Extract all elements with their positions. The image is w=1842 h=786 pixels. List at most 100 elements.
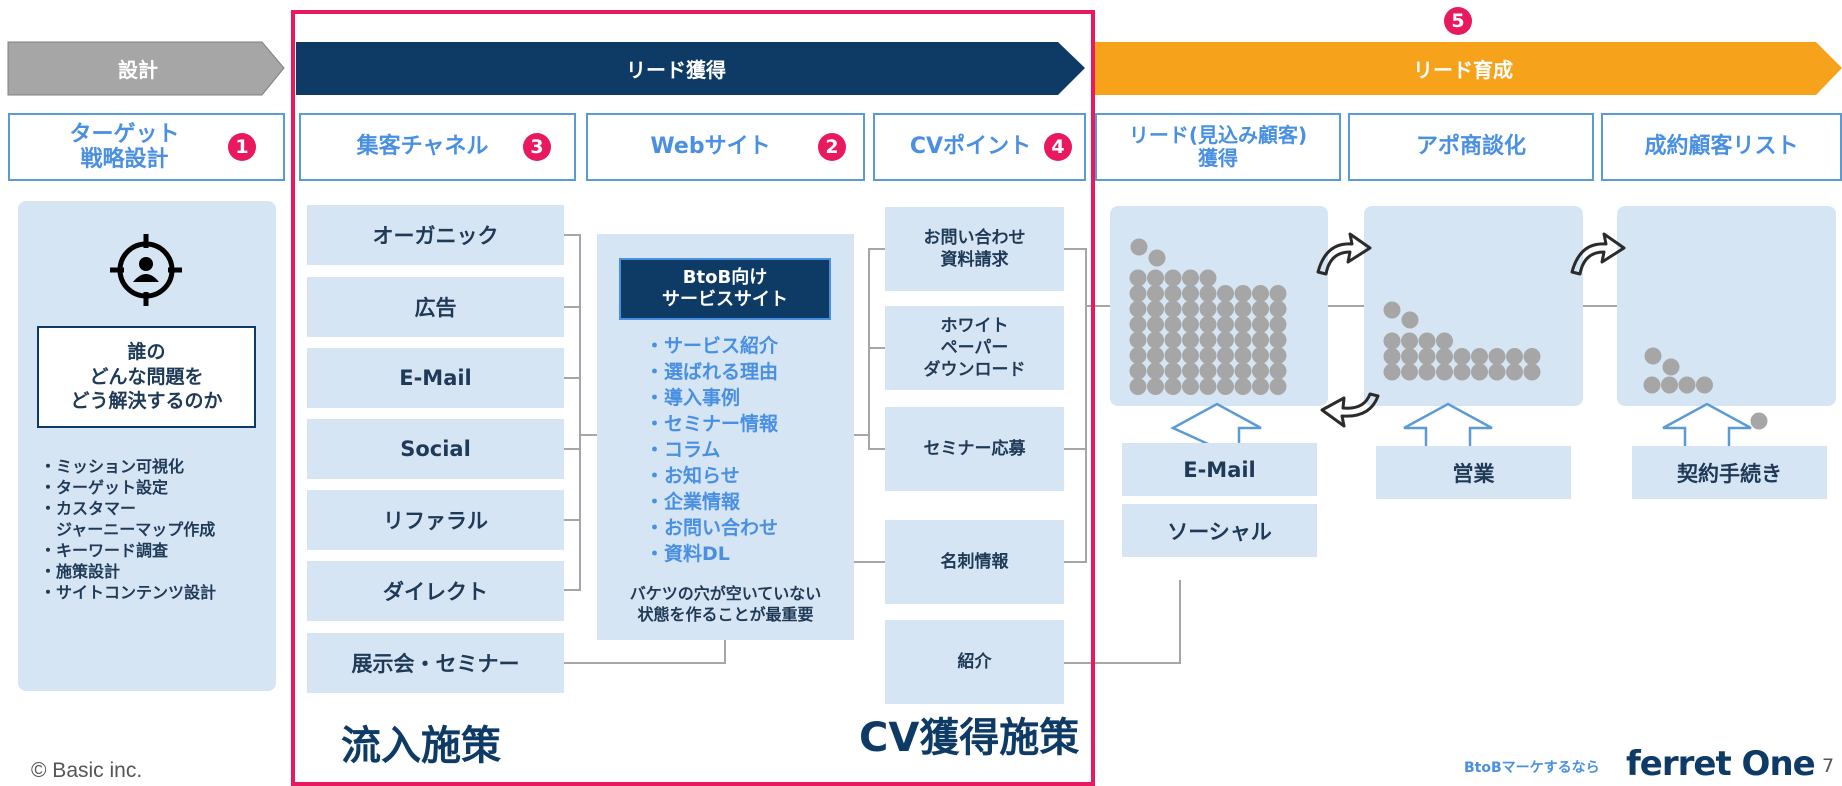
header-appointment: アポ商談化 [1348,113,1594,181]
lead-dot [1436,348,1453,365]
task-item: ・キーワード調査 [40,541,169,560]
page-item: ・企業情報 [645,491,741,513]
lead-dot [1252,347,1269,364]
lead-dot [1164,362,1182,380]
lead-dot [1130,238,1148,256]
back-arrow [1320,392,1380,428]
lead-dot [1217,300,1234,318]
target-user-icon [110,234,182,306]
lead-dot [1129,347,1147,364]
cv-label: セミナー応募 [923,438,1026,459]
lead-dot [1436,332,1453,350]
task-item: ・サイトコンテンツ設計 [40,583,217,602]
lead-dot [1147,285,1164,302]
cv-label: 紹介 [957,651,992,672]
forward-arrow-1 [1316,232,1372,276]
badge-2: 2 [818,133,846,161]
header-customer-list: 成約顧客リスト [1601,113,1842,181]
task-item: ・カスタマー ジャーニーマップ作成 [40,499,216,539]
lead-dot [1147,362,1164,380]
lead-dot [1252,285,1269,302]
lead-dot [1199,331,1217,349]
lead-dot [1523,363,1541,381]
lead-dot [1182,362,1199,380]
lead-dot [1383,332,1401,350]
copyright: © Basic inc. [31,759,143,782]
page-item: ・導入事例 [645,387,741,409]
page-item: ・お知らせ [645,465,740,487]
lead-dot [1182,300,1199,318]
cv-inquiry: お問い合わせ 資料請求 [885,207,1064,291]
lead-dot [1506,348,1523,365]
lead-dot [1269,285,1287,302]
lead-dot [1269,378,1287,395]
lead-dot [1182,285,1199,302]
action-contract: 契約手続き [1632,446,1827,499]
lead-dot [1252,362,1269,380]
lead-dot [1234,378,1252,395]
lead-dot [1164,316,1182,333]
website-title: BtoB向け サービスサイト [619,258,831,320]
lead-dot [1643,376,1661,394]
forward-arrow-2 [1570,232,1626,276]
lead-dot [1164,285,1182,302]
lead-dot [1234,347,1252,364]
channel-direct: ダイレクト [307,561,564,621]
channel-email: E-Mail [307,348,564,408]
brand-logo: ferret One [1626,744,1816,784]
action-email: E-Mail [1122,443,1317,496]
lead-dot [1164,331,1182,349]
lead-dot [1696,376,1713,394]
phase-lead-nurturing: リード育成 [1413,58,1513,82]
lead-dot [1164,300,1182,318]
lead-dot [1418,348,1436,365]
header-label: リード(見込み顧客) 獲得 [1128,123,1308,170]
lead-dot [1129,362,1147,380]
lead-dot [1164,378,1182,395]
cv-referral: 紹介 [885,620,1064,704]
lead-dot [1644,347,1662,365]
lead-dot [1199,362,1217,380]
lead-dot [1217,331,1234,349]
cv-label: ホワイト ペーパー ダウンロード [923,315,1026,381]
lead-dot [1217,285,1234,302]
phase-arrows [7,41,1842,96]
lead-dot [1401,363,1418,381]
lead-dot [1234,316,1252,333]
lead-dot [1199,269,1217,287]
lead-dot [1269,362,1287,380]
lead-dot [1129,316,1147,333]
channel-exhibition: 展示会・セミナー [307,633,564,693]
cv-label: お問い合わせ 資料請求 [923,227,1026,270]
lead-dot [1401,332,1418,350]
footer-tagline: BtoBマーケするなら [1464,760,1600,776]
channel-ads: 広告 [307,277,564,337]
action-social: ソーシャル [1122,504,1317,557]
lead-dot [1488,348,1506,365]
action-sales: 営業 [1376,446,1571,499]
badge-3: 3 [523,133,551,161]
lead-dot [1471,348,1488,365]
lead-dot [1678,376,1696,394]
header-label: アポ商談化 [1415,134,1526,160]
lead-dot [1252,316,1269,333]
up-arrow-icon [1170,402,1262,450]
lead-dot [1148,249,1166,267]
lead-dot [1147,316,1164,333]
lead-dot [1523,348,1541,365]
lead-dot [1199,347,1217,364]
lead-dot [1199,378,1217,395]
page-item: ・コラム [645,439,721,461]
lead-dot [1129,331,1147,349]
lead-dot [1129,378,1147,395]
website-title-text: BtoB向け サービスサイト [662,266,788,311]
lead-dot [1182,378,1199,395]
task-item: ・ターゲット設定 [40,478,169,497]
lead-dot [1401,311,1419,329]
lead-dot [1234,300,1252,318]
header-label: 集客チャネル [356,134,489,160]
lead-dot [1129,269,1147,287]
question-text: 誰の どんな問題を どう解決するのか [70,340,223,413]
